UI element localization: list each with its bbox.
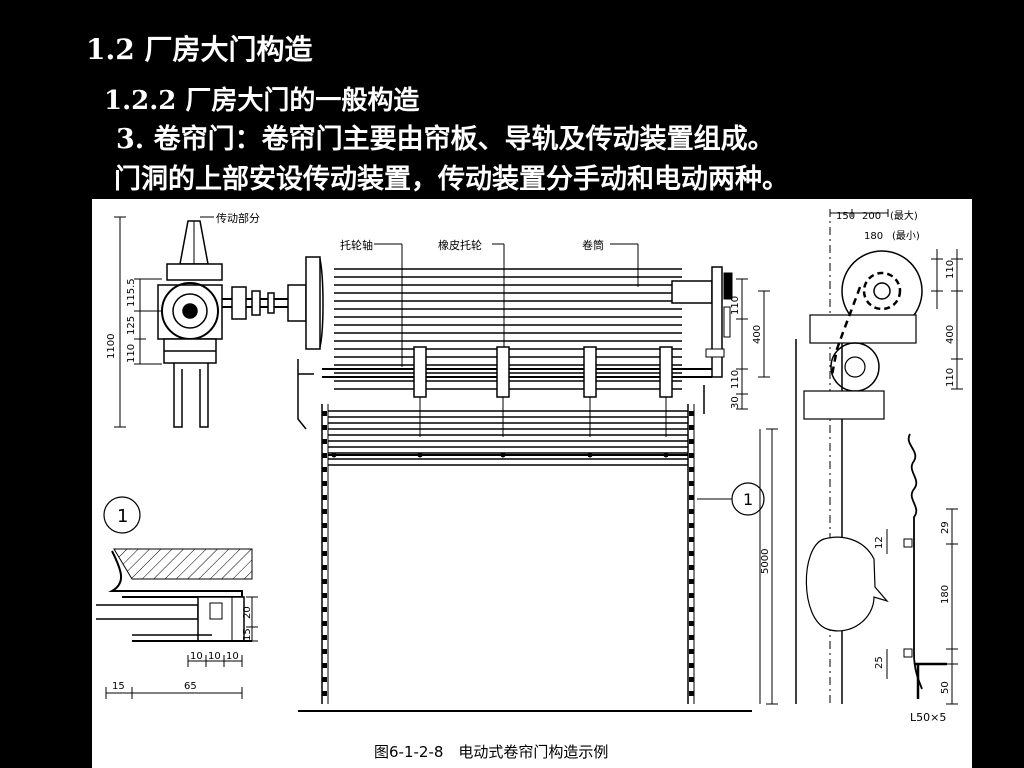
- rail-dot: [689, 523, 694, 528]
- rail-dot: [689, 607, 694, 612]
- dim-det-10c: 10: [226, 651, 239, 662]
- rail-dot: [322, 439, 327, 444]
- detail-section: [96, 496, 258, 699]
- rail-dot: [322, 565, 327, 570]
- rail-dot: [689, 691, 694, 696]
- curtain-node: [663, 452, 669, 458]
- curtain-door: [298, 266, 752, 712]
- rail-dot: [689, 453, 694, 458]
- body-line-1: 3. 卷帘门：卷帘门主要由帘板、导轨及传动装置组成。: [116, 124, 775, 155]
- rail-dot: [322, 509, 327, 514]
- dim-slat-12: 12: [874, 536, 885, 549]
- dim-det-15: 15: [112, 681, 125, 692]
- curtain-node: [331, 452, 337, 458]
- rail-dot: [689, 495, 694, 500]
- label-angle: L50×5: [910, 711, 946, 724]
- dim-slat-25: 25: [874, 656, 885, 669]
- rail-dot: [322, 537, 327, 542]
- rail-dot: [322, 425, 327, 430]
- mid-dimensions: [736, 278, 770, 410]
- rail-dot: [322, 621, 327, 626]
- construction-drawing: 传动部分 1100 115.5 125 110: [92, 199, 972, 768]
- dim-left-a: 115.5: [126, 278, 137, 307]
- rail-dot: [689, 467, 694, 472]
- dim-slat-50: 50: [940, 681, 951, 694]
- curtain-node: [500, 452, 506, 458]
- rail-dot: [689, 509, 694, 514]
- rail-dot: [322, 551, 327, 556]
- rail-dot: [689, 411, 694, 416]
- rail-dot: [322, 649, 327, 654]
- curtain-node: [417, 452, 423, 458]
- rail-dot: [689, 579, 694, 584]
- detail-mark-right: [731, 482, 765, 516]
- rail-dot: [322, 677, 327, 682]
- rail-dot: [689, 439, 694, 444]
- label-rubber-roller: 橡皮托轮: [438, 238, 482, 252]
- rail-dot: [322, 453, 327, 458]
- dim-height-5000: 5000: [760, 549, 771, 574]
- dim-left-c: 110: [126, 344, 137, 363]
- dim-det-15v: 15: [242, 628, 253, 641]
- rail-dot: [322, 579, 327, 584]
- slide-heading: 1.2 厂房大门构造: [86, 33, 313, 66]
- rail-dot: [322, 481, 327, 486]
- label-max: (最大): [890, 209, 918, 222]
- dim-right-400: 400: [945, 325, 956, 344]
- rail-dot: [322, 411, 327, 416]
- drawing-canvas: 传动部分 1100 115.5 125 110: [96, 209, 963, 761]
- dim-right-110b: 110: [945, 368, 956, 387]
- label-roller-shaft: 托轮轴: [340, 238, 373, 252]
- rail-dot: [322, 593, 327, 598]
- dim-left-total: 1100: [106, 334, 117, 359]
- dim-slat-29: 29: [940, 521, 951, 534]
- slide-subheading: 1.2.2 厂房大门的一般构造: [104, 86, 420, 116]
- dim-det-10a: 10: [190, 651, 203, 662]
- section-view: [759, 209, 947, 704]
- dim-left-b: 125: [126, 316, 137, 335]
- rail-dot: [322, 523, 327, 528]
- rail-dot: [322, 635, 327, 640]
- rail-dot: [689, 677, 694, 682]
- dim-mid-a: 110: [730, 296, 741, 315]
- dim-mid-d: 30: [730, 396, 741, 409]
- label-min: (最小): [892, 230, 920, 242]
- dim-det-10b: 10: [208, 651, 221, 662]
- rail-dot: [322, 691, 327, 696]
- dim-det-20: 20: [242, 606, 253, 619]
- curtain-node: [587, 452, 593, 458]
- rail-dot: [689, 425, 694, 430]
- rail-dot: [689, 621, 694, 626]
- rail-dot: [689, 649, 694, 654]
- label-drum: 卷筒: [582, 238, 604, 252]
- rail-dot: [322, 607, 327, 612]
- detail-mark-right-text: 1: [743, 490, 753, 509]
- dim-top-150: 150: [836, 211, 855, 222]
- dim-mid-b: 400: [752, 325, 763, 344]
- rail-dot: [322, 495, 327, 500]
- rail-dot: [689, 593, 694, 598]
- dim-det-65: 65: [184, 681, 197, 692]
- dim-right-110a: 110: [945, 260, 956, 279]
- dim-slat-180: 180: [940, 585, 951, 604]
- dim-top-180: 180: [864, 231, 883, 242]
- right-dimensions: [766, 209, 963, 705]
- detail-mark-left: 1: [117, 506, 128, 527]
- rail-dot: [689, 565, 694, 570]
- dim-mid-c: 110: [730, 370, 741, 389]
- rail-dot: [689, 663, 694, 668]
- rail-dot: [689, 537, 694, 542]
- rail-dot: [322, 467, 327, 472]
- drive-mechanism: [157, 220, 324, 430]
- figure-caption: 图6-1-2-8 电动式卷帘门构造示例: [374, 743, 608, 761]
- label-drive: 传动部分: [216, 211, 260, 225]
- rail-dot: [689, 481, 694, 486]
- rail-dot: [689, 551, 694, 556]
- rail-dot: [322, 663, 327, 668]
- dim-top-200: 200: [862, 211, 881, 222]
- rail-dot: [689, 635, 694, 640]
- body-line-2: 门洞的上部安设传动装置，传动装置分手动和电动两种。: [114, 164, 789, 195]
- left-dimensions: [114, 216, 162, 428]
